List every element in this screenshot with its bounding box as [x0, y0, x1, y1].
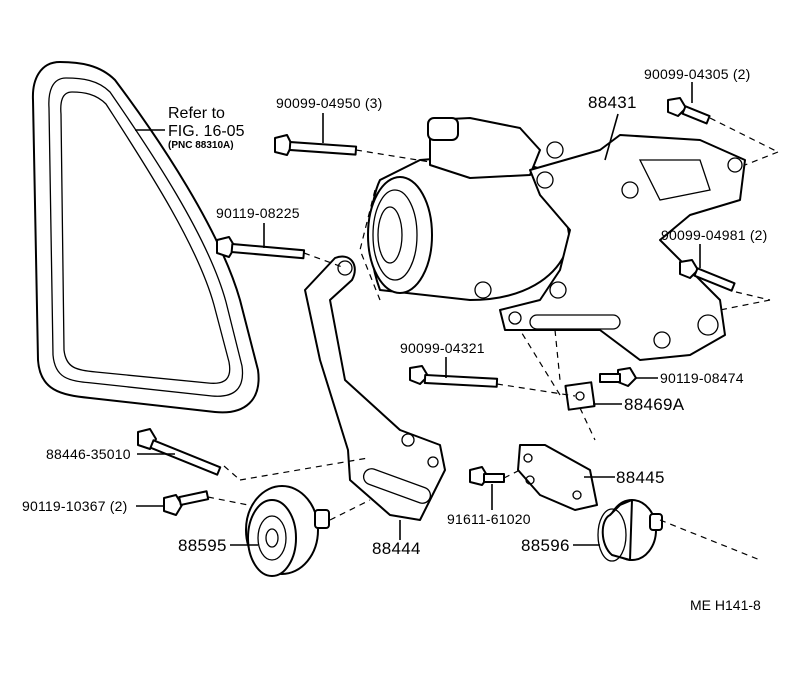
- bolt-90119-10367: [163, 490, 210, 516]
- label-90119-08474: 90119-08474: [660, 370, 744, 386]
- bolt-90099-04981: [679, 259, 736, 292]
- label-90119-10367: 90119-10367 (2): [22, 498, 127, 514]
- label-88595: 88595: [178, 536, 227, 555]
- bolt-88446-35010: [137, 428, 222, 476]
- label-90099-04305: 90099-04305 (2): [644, 66, 751, 82]
- leader-lines: [136, 82, 701, 546]
- label-90099-04950: 90099-04950 (3): [276, 95, 383, 111]
- refer-line-2: FIG. 16-05: [168, 123, 245, 140]
- compressor: [359, 117, 571, 301]
- label-88445: 88445: [616, 468, 665, 487]
- bolt-90099-04321: [409, 365, 499, 388]
- v-belt: [31, 61, 260, 414]
- bracket-88431: [499, 134, 746, 361]
- spacer-88469A: [564, 381, 596, 411]
- bracket-88444: [304, 255, 446, 521]
- label-88446-35010: 88446-35010: [46, 446, 131, 462]
- refer-line-3: (PNC 88310A): [168, 140, 234, 151]
- bolt-90099-04950: [274, 134, 358, 156]
- diagram-code: ME H141-8: [690, 597, 761, 613]
- bolt-90119-08225: [216, 236, 306, 260]
- pulley-88596: [597, 499, 663, 562]
- label-91611-61020: 91611-61020: [447, 511, 531, 527]
- bolt-91611-61020: [469, 466, 505, 486]
- label-88596: 88596: [521, 536, 570, 555]
- refer-line-1: Refer to: [168, 105, 225, 122]
- label-90119-08225: 90119-08225: [216, 205, 300, 221]
- bracket-88445: [517, 444, 598, 511]
- assembly-lines: [207, 117, 779, 561]
- label-90099-04981: 90099-04981 (2): [661, 227, 768, 243]
- label-88431: 88431: [588, 93, 637, 112]
- label-88444: 88444: [372, 539, 421, 558]
- pulley-88595: [245, 485, 330, 577]
- label-88469A: 88469A: [624, 395, 685, 414]
- bolt-90099-04305: [667, 97, 711, 125]
- bolts: [137, 97, 736, 516]
- label-90099-04321: 90099-04321: [400, 340, 485, 356]
- bolt-90119-08474: [599, 367, 637, 387]
